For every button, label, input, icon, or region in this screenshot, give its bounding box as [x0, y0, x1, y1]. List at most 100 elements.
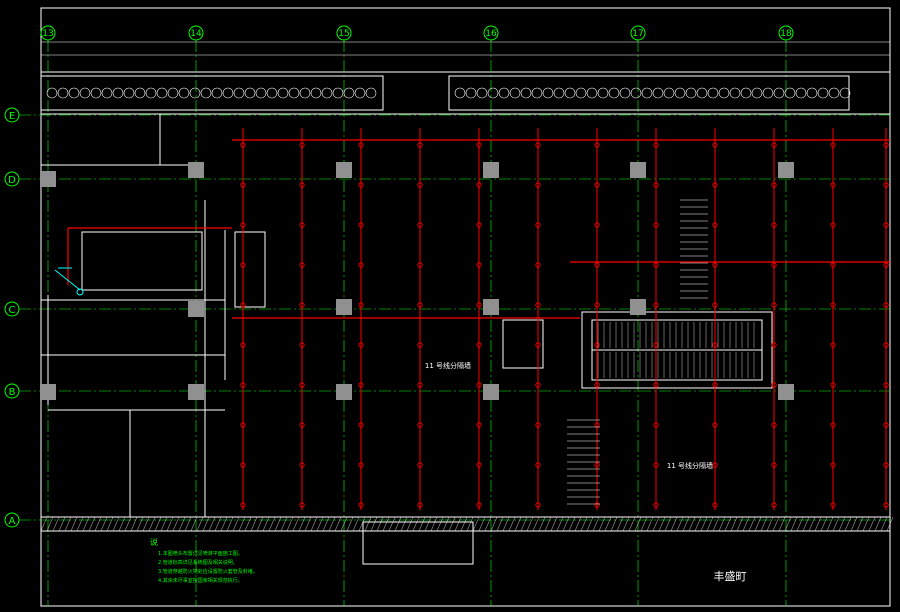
wall-hatch-stroke — [664, 516, 672, 532]
column-11 — [188, 301, 204, 317]
wall-hatch-stroke — [832, 516, 840, 532]
sprinkler-head — [771, 262, 777, 268]
wall-hatch-stroke — [100, 516, 108, 532]
wall-hatch-stroke — [592, 516, 600, 532]
sprinkler-head — [771, 342, 777, 348]
sprinkler-head — [476, 182, 482, 188]
sprinkler-head — [594, 182, 600, 188]
axis-label-15: 15 — [338, 29, 349, 39]
wall-hatch-stroke — [532, 516, 540, 532]
notes-line-3: 3.管道穿越防火墙处应设置防火套管及封堵。 — [158, 568, 258, 575]
wall-hatch-stroke — [298, 516, 306, 532]
sprinkler-head — [358, 502, 364, 508]
column-8 — [336, 384, 352, 400]
sprinkler-head — [358, 222, 364, 228]
wall-hatch-stroke — [688, 516, 696, 532]
wall-hatch-stroke — [730, 516, 738, 532]
wall-hatch-circle — [310, 87, 322, 99]
wall-hatch-stroke — [574, 516, 582, 532]
wall-hatch-stroke — [400, 516, 408, 532]
wall-hatch-stroke — [292, 516, 300, 532]
sprinkler-head — [712, 182, 718, 188]
wall-hatch-stroke — [94, 516, 102, 532]
notes-line-4: 4.其余未尽事宜按国家相关规范执行。 — [158, 577, 243, 584]
wall-hatch-stroke — [484, 516, 492, 532]
sprinkler-head — [417, 422, 423, 428]
wall-hatch-stroke — [334, 516, 342, 532]
wall-hatch-stroke — [262, 516, 270, 532]
wall-hatch-circle — [564, 87, 576, 99]
wall-hatch-stroke — [52, 516, 60, 532]
sprinkler-head — [358, 422, 364, 428]
sprinkler-head — [712, 462, 718, 468]
wall-hatch-stroke — [778, 516, 786, 532]
wall-hatch-circle — [101, 87, 113, 99]
axis-label-18: 18 — [780, 29, 792, 39]
top-dimension-line — [41, 41, 890, 56]
wall-hatch-stroke — [442, 516, 450, 532]
sprinkler-head — [240, 462, 246, 468]
sprinkler-head — [594, 302, 600, 308]
sprinkler-head — [299, 462, 305, 468]
wall-hatch-circle — [509, 87, 521, 99]
column-5 — [483, 299, 499, 315]
wall-hatch-stroke — [190, 516, 198, 532]
wall-hatch-stroke — [748, 516, 756, 532]
wall-hatch-stroke — [706, 516, 714, 532]
wall-hatch-circle — [696, 87, 708, 99]
wall-hatch-stroke — [46, 516, 54, 532]
column-14 — [40, 384, 56, 400]
wall-hatch-circle — [277, 87, 289, 99]
wall-hatch-stroke — [604, 516, 612, 532]
wall-hatch-circle — [321, 87, 333, 99]
sprinkler-head — [417, 302, 423, 308]
wall-hatch-stroke — [58, 516, 66, 532]
sprinkler-head — [417, 502, 423, 508]
wall-hatch-stroke — [682, 516, 690, 532]
wall-hatch-stroke — [64, 516, 72, 532]
wall-hatch-circle — [90, 87, 102, 99]
wall-hatch-circle — [487, 87, 499, 99]
sprinkler-head — [712, 342, 718, 348]
wall-hatch-stroke — [784, 516, 792, 532]
sprinkler-head — [594, 342, 600, 348]
wall-hatch-stroke — [340, 516, 348, 532]
column-axis-labels: 13 14 15 16 17 18 — [40, 25, 794, 41]
stair-treads — [567, 199, 755, 505]
sprinkler-head — [476, 382, 482, 388]
sprinkler-head — [476, 342, 482, 348]
wall-hatch-circle — [619, 87, 631, 99]
sprinkler-head — [883, 182, 889, 188]
wall-hatch-stroke — [118, 516, 126, 532]
sprinkler-head — [476, 302, 482, 308]
sprinkler-head — [535, 262, 541, 268]
sprinkler-head — [771, 502, 777, 508]
sprinkler-head — [830, 342, 836, 348]
sprinkler-head — [299, 182, 305, 188]
column-1 — [483, 162, 499, 178]
sprinkler-head — [476, 262, 482, 268]
wall-hatch-circle — [343, 87, 355, 99]
wall-hatch-circle — [189, 87, 201, 99]
sprinkler-head — [771, 302, 777, 308]
wall-hatch-stroke — [820, 516, 828, 532]
wall-hatch-circle — [57, 87, 69, 99]
wall-hatch-stroke — [160, 516, 168, 532]
wall-hatch-circle — [784, 87, 796, 99]
sprinkler-head — [594, 222, 600, 228]
wall-hatch-stroke — [382, 516, 390, 532]
sprinkler-head — [883, 262, 889, 268]
wall-hatch-stroke — [250, 516, 258, 532]
sprinkler-head — [771, 222, 777, 228]
wall-hatch-stroke — [550, 516, 558, 532]
wall-hatch-stroke — [610, 516, 618, 532]
wall-hatch-circle — [520, 87, 532, 99]
sprinkler-head — [712, 382, 718, 388]
wall-hatch-stroke — [562, 516, 570, 532]
sprinkler-head — [358, 142, 364, 148]
row-axis-labels: E D C B A — [4, 107, 20, 528]
wall-hatch-stroke — [838, 516, 846, 532]
wall-hatch-stroke — [460, 516, 468, 532]
wall-hatch-stroke — [226, 516, 234, 532]
